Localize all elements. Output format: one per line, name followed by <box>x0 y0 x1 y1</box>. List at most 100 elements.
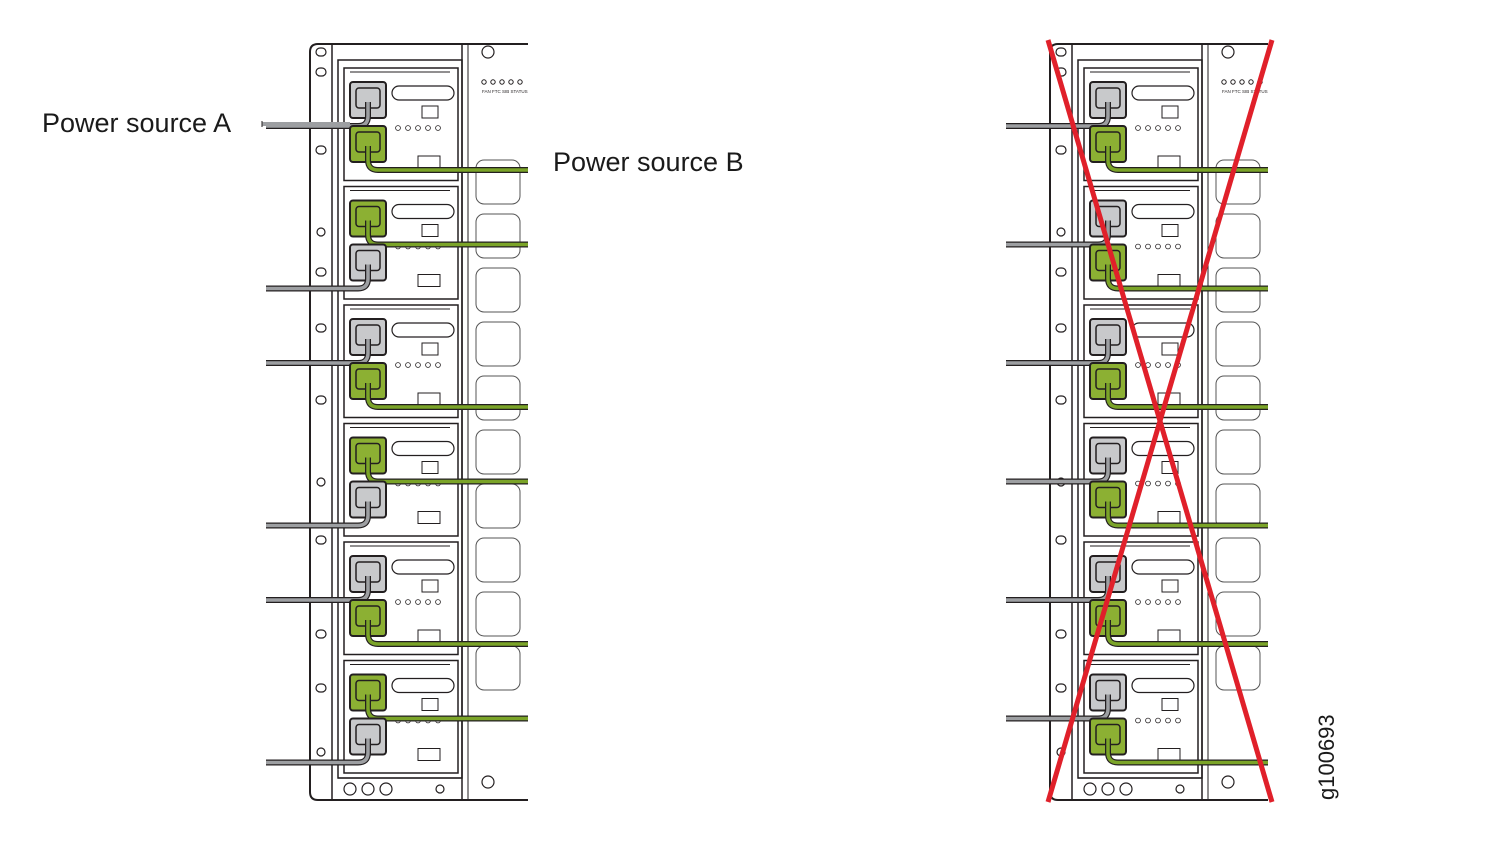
power-source-a-label: Power source A <box>42 108 231 138</box>
mounting-slot <box>1055 47 1067 57</box>
power-supply <box>266 541 528 656</box>
vent-dot <box>1165 243 1171 250</box>
vent-dot <box>435 599 441 605</box>
vent-dot <box>435 125 441 131</box>
status-led-icon <box>499 79 505 85</box>
ground-lug-icon <box>435 784 445 794</box>
captive-screw-icon <box>481 775 495 789</box>
vent-dot <box>1135 599 1141 605</box>
vent-dot <box>1165 480 1171 487</box>
status-led-icon <box>1239 79 1245 85</box>
power-supply-latch <box>417 511 441 524</box>
vent-dot <box>425 362 431 368</box>
power-supply-label-pill <box>391 677 455 694</box>
power-supply-label-pill <box>1131 203 1195 220</box>
mounting-slot <box>1055 629 1067 639</box>
power-supply <box>266 185 528 300</box>
captive-screw-icon <box>1221 775 1235 789</box>
power-source-b-cable <box>366 146 528 172</box>
power-source-b-cable <box>366 383 528 409</box>
status-led-legend: FAN FTC SIB STATUS <box>482 89 528 94</box>
mounting-screw-icon <box>316 747 326 757</box>
vent-dot <box>1155 125 1161 131</box>
vent-dot <box>1145 717 1151 724</box>
vent-dot <box>1175 243 1181 250</box>
mounting-slot <box>1055 267 1067 277</box>
fan-tray-window <box>475 267 521 313</box>
mounting-slot <box>315 629 327 639</box>
power-supply <box>1006 541 1268 656</box>
vent-dot <box>425 125 431 131</box>
vent-dot <box>1165 717 1171 724</box>
power-supply <box>266 67 528 182</box>
fan-tray-window <box>475 159 521 205</box>
power-switch-icon <box>421 579 439 593</box>
vent-dot <box>1175 599 1181 605</box>
power-supply-label-pill <box>1131 559 1195 575</box>
power-source-a-cable <box>266 501 370 528</box>
vent-dot <box>1145 480 1151 487</box>
fan-tray-window <box>475 591 521 637</box>
fan-tray-window <box>1215 537 1261 583</box>
power-switch-icon <box>1161 698 1179 711</box>
vent-dot <box>395 362 401 368</box>
mounting-screw-icon <box>1056 227 1066 237</box>
vent-dot <box>1175 717 1181 724</box>
vent-dot <box>395 599 401 605</box>
power-switch-icon <box>421 105 439 119</box>
power-source-b-cable <box>1106 738 1268 765</box>
power-source-b-cable <box>1106 264 1268 291</box>
status-led-icon <box>1221 79 1227 85</box>
power-supply-label-pill <box>1131 85 1195 101</box>
fan-tray-window <box>475 429 521 475</box>
fan-tray-window <box>475 645 521 691</box>
cross-out-line <box>1045 39 1275 803</box>
power-supply <box>1006 67 1268 182</box>
vent-dot <box>1175 125 1181 131</box>
mounting-slot <box>1055 323 1067 333</box>
ground-screw-icon <box>1101 782 1115 796</box>
power-source-b-cable <box>366 620 528 646</box>
vent-dot <box>1135 717 1141 724</box>
mounting-slot <box>1055 535 1067 545</box>
power-switch-icon <box>421 698 439 711</box>
power-supply <box>266 659 528 774</box>
ground-screw-icon <box>361 782 375 796</box>
chassis-frame <box>309 43 528 801</box>
power-supply-label-pill <box>1131 677 1195 694</box>
fan-tray-window <box>475 537 521 583</box>
status-led-legend: FAN FTC SIB STATUS <box>1222 89 1268 94</box>
power-supply-label-pill <box>391 440 455 457</box>
vent-dot <box>1155 717 1161 724</box>
power-switch-icon <box>1161 342 1179 356</box>
vent-dot <box>1165 599 1171 605</box>
power-source-a-cable <box>266 264 370 291</box>
mounting-slot <box>315 47 327 57</box>
power-source-b-label: Power source B <box>553 147 744 177</box>
power-switch-icon <box>1161 224 1179 237</box>
mounting-screw-icon <box>316 477 326 487</box>
power-supply-label-pill <box>391 85 455 101</box>
mounting-slot <box>1055 145 1067 155</box>
fan-tray-window <box>475 375 521 421</box>
fan-tray-window <box>1215 213 1261 259</box>
fan-tray-window <box>475 321 521 367</box>
power-source-a-cable <box>266 738 370 765</box>
vent-dot <box>415 362 421 368</box>
mounting-slot <box>315 395 327 405</box>
vent-dot <box>1155 480 1161 487</box>
power-supply-label-pill <box>391 322 455 338</box>
status-led-icon <box>517 79 523 85</box>
vent-dot <box>395 125 401 131</box>
mounting-slot <box>315 535 327 545</box>
vent-dot <box>1155 599 1161 605</box>
mounting-screw-icon <box>316 227 326 237</box>
status-led-icon <box>1248 79 1254 85</box>
vent-dot <box>425 599 431 605</box>
vent-dot <box>1135 125 1141 131</box>
fan-tray-window <box>1215 321 1261 367</box>
power-source-b-cable <box>1106 620 1268 646</box>
ground-screw-icon <box>1083 782 1097 796</box>
power-source-b-cable <box>1106 383 1268 409</box>
ground-screw-icon <box>379 782 393 796</box>
